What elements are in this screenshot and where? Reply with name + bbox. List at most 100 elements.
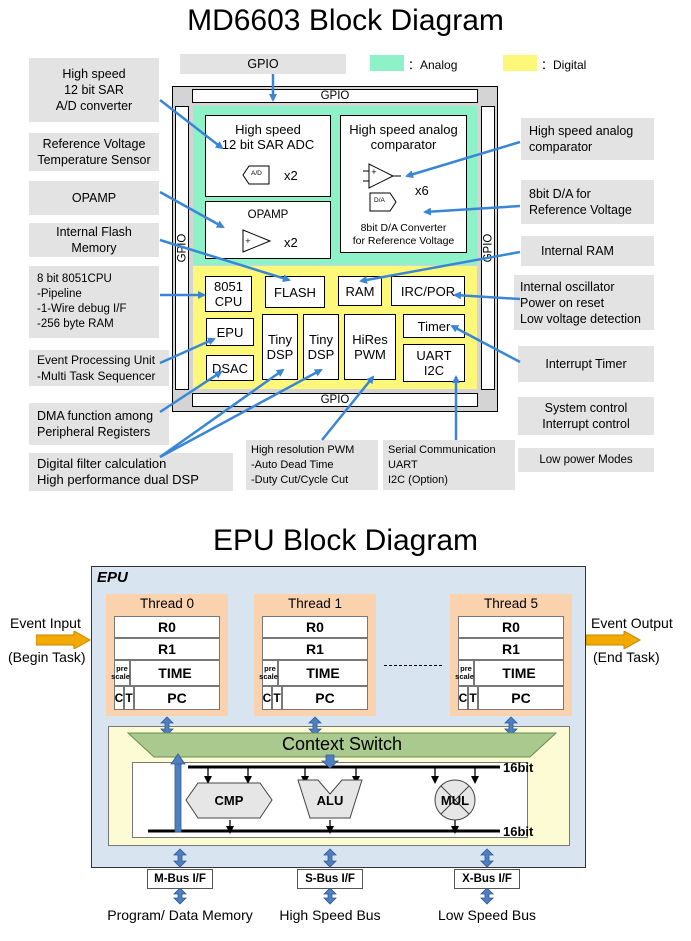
bus-top-label: 16bit [503,760,534,775]
block-diagram-title: MD6603 Block Diagram [187,4,504,37]
adc-block: High speed 12 bit SAR ADC A/D x2 [205,115,331,197]
cmp-shape [185,782,273,819]
m-bus-desc: Program/ Data Memory [107,907,253,923]
adc-multiplier: x2 [284,168,298,183]
opamp-multiplier: x2 [284,235,298,250]
thread-1-t: T [272,686,282,710]
thread-5-r0: R0 [458,616,564,638]
mul-label: MUL [440,793,470,808]
thread-0-prescaler: pre scaler [111,660,133,686]
opamp-label: OPAMP [247,209,289,221]
thread-0-pc: PC [134,686,220,710]
comparator-multiplier: x6 [415,183,429,198]
legend-digital-swatch [503,55,537,71]
event-output-label: Event Output [591,615,673,631]
callout-lowpower: Low power Modes [518,448,654,472]
adc-icon-label: A/D [251,170,262,177]
dac-icon-label: D/A [374,197,385,204]
thread-5-name: Thread 5 [483,596,539,611]
top-callout-arrows [159,74,521,459]
comparator-block: High speed analog comparator + D/A x6 8b… [340,115,467,253]
x-bus-if: X-Bus I/F [454,869,520,889]
flash-block: FLASH [265,276,325,308]
thread-5-prescaler: pre scaler [455,660,477,686]
tiny-dsp-1-block: Tiny DSP [262,314,298,380]
svg-text:+: + [371,168,377,176]
thread-1: Thread 1 R0 R1 pre scaler TIME C T PC [254,594,376,716]
x-bus-desc: Low Speed Bus [437,907,537,923]
epu-block: EPU [206,318,254,346]
callout-ref-voltage: Reference Voltage Temperature Sensor [29,133,159,171]
begin-task-label: (Begin Task) [8,649,86,665]
epu-diagram-title: EPU Block Diagram [212,524,479,557]
m-bus-if: M-Bus I/F [147,869,213,889]
dsac-block: DSAC [206,355,254,381]
thread-1-pc: PC [282,686,368,710]
callout-sar-adc: High speed 12 bit SAR A/D converter [29,58,159,122]
callout-comparator: High speed analog comparator [521,118,654,160]
irc-por-block: IRC/POR [391,276,465,306]
legend-analog-swatch [370,55,404,71]
callout-serial: Serial Communication UART I2C (Option) [383,440,515,490]
tiny-dsp-2-block: Tiny DSP [303,314,339,380]
alu-label: ALU [316,793,344,808]
thread-0-t: T [124,686,134,710]
context-down-arrow [320,754,340,769]
s-bus-if: S-Bus I/F [297,869,363,889]
callout-oscillator: Internal oscillator Power on reset Low v… [514,275,654,330]
thread-ellipsis [384,665,442,666]
cmp-label: CMP [214,793,244,808]
thread-1-c: C [262,686,272,710]
callout-epu: Event Processing Unit -Multi Task Sequen… [29,350,169,386]
comparator-label: High speed analog comparator [349,122,458,152]
callout-timer: Interrupt Timer [518,346,654,382]
thread-5-r1: R1 [458,638,564,660]
gpio-top-bar: GPIO [192,89,478,103]
thread-core-arrows [160,716,518,736]
callout-flash: Internal Flash Memory [29,223,159,257]
callout-sysctl: System control Interrupt control [518,397,654,435]
opamp-block: OPAMP + x2 [205,201,331,259]
adc-icon: A/D [242,165,270,185]
thread-1-time: TIME [278,660,368,686]
thread-0-time: TIME [130,660,220,686]
event-input-label: Event Input [10,615,81,631]
thread-5: Thread 5 R0 R1 pre scaler TIME C T PC [450,594,572,716]
thread-5-c: C [458,686,468,710]
gpio-bottom-bar: GPIO [192,393,478,407]
end-task-label: (End Task) [593,649,660,665]
legend-digital-label: ：Digital [541,58,587,72]
callout-ram: Internal RAM [521,236,654,266]
thread-0-r0: R0 [114,616,220,638]
event-output-arrow [586,631,642,649]
alu-shape [297,779,363,819]
thread-5-pc: PC [478,686,564,710]
event-input-arrow [36,631,92,649]
context-switch-label: Context Switch [281,734,403,754]
thread-1-r1: R1 [262,638,368,660]
gpio-right-bar: GPIO [481,106,495,390]
thread-0: Thread 0 R0 R1 pre scaler TIME C T PC [106,594,228,716]
callout-dac: 8bit D/A for Reference Voltage [521,180,654,224]
dac-icon: D/A [369,192,397,212]
thread-1-name: Thread 1 [287,596,343,611]
comparator-icon: + [363,163,401,189]
thread-0-r1: R1 [114,638,220,660]
thread-1-prescaler: pre scaler [259,660,281,686]
context-switch-shape [126,732,558,758]
callout-filter: Digital filter calculation High performa… [29,453,233,491]
adc-label: High speed 12 bit SAR ADC [221,122,315,152]
thread-0-name: Thread 0 [139,596,195,611]
callout-dma: DMA function among Peripheral Registers [29,403,169,445]
callout-pwm: High resolution PWM -Auto Dead Time -Dut… [246,440,378,490]
thread-5-t: T [468,686,478,710]
thread-1-r0: R0 [262,616,368,638]
thread-5-time: TIME [474,660,564,686]
bus-bottom-label: 16bit [503,824,534,839]
callout-opamp: OPAMP [29,181,159,215]
epu-container-label: EPU [97,569,128,586]
svg-text:+: + [245,237,251,245]
opamp-icon: + [242,229,272,253]
hires-pwm-block: HiRes PWM [344,314,396,380]
